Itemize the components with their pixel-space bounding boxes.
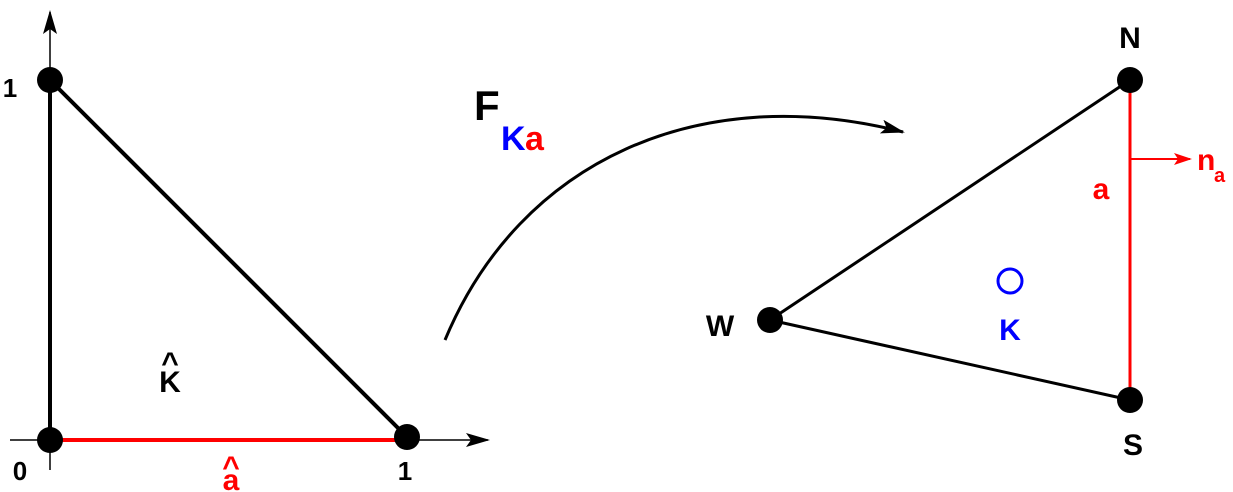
reference-vertex-top: [37, 67, 63, 93]
edge-west-south: [769, 318, 1131, 402]
cell-center-marker: [996, 267, 1024, 295]
vertex-south-label: S: [1123, 429, 1143, 462]
edge-north-west: [769, 78, 1131, 322]
mapping-subscript-edge: a: [525, 120, 545, 158]
vertex-north: [1117, 67, 1143, 93]
reference-edge-label: a: [223, 464, 240, 492]
mapping-subscript-cell: K: [501, 120, 526, 158]
vertex-north-label: N: [1119, 22, 1141, 55]
vertex-west-label: W: [706, 310, 735, 343]
mapping: F K a: [443, 82, 905, 341]
reference-element-label: K: [159, 366, 181, 399]
vertex-south: [1117, 387, 1143, 413]
edge-a-label: a: [1093, 173, 1110, 206]
x-axis-tick-label: 1: [398, 456, 412, 486]
normal-subscript: a: [1214, 165, 1226, 187]
mapping-symbol: F: [474, 82, 500, 129]
origin-label: 0: [13, 456, 27, 486]
reference-vertex-origin: [37, 427, 63, 453]
reference-edge-hat: ^: [222, 451, 240, 484]
y-axis-tick-label: 1: [3, 73, 17, 103]
reference-triangle: 1 0 1 ^ K ^ a: [3, 10, 490, 492]
normal-symbol: n: [1197, 144, 1215, 177]
reference-hypotenuse-edge: [48, 78, 409, 439]
vertex-west: [757, 307, 783, 333]
mapping-arrow: [443, 114, 905, 341]
reference-vertex-right: [394, 424, 420, 450]
reference-element-hat: ^: [161, 347, 179, 380]
physical-triangle: N W S K a n a: [706, 22, 1226, 462]
cell-label: K: [999, 314, 1021, 347]
